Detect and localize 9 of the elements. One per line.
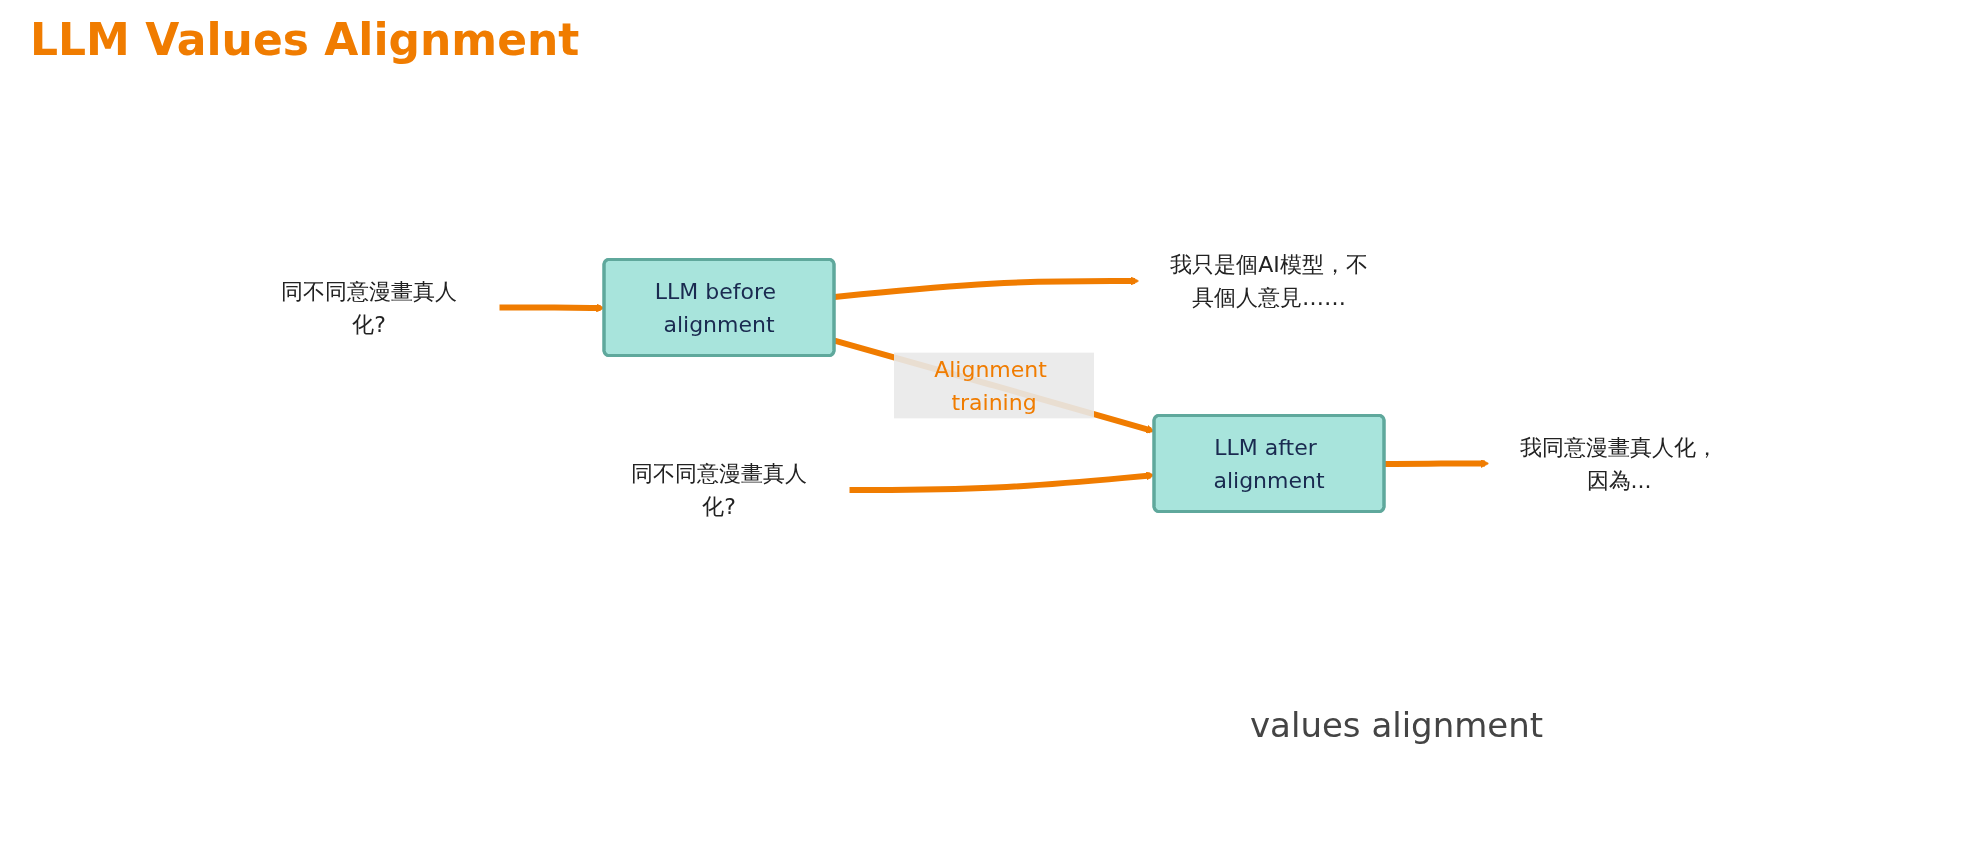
edge-label: Alignment training <box>933 356 1047 414</box>
node-text: 我同意漫畫真人化，因為... <box>1519 434 1718 492</box>
note-text: values alignment <box>1250 705 1545 745</box>
title: LLM Values Alignment <box>30 14 581 65</box>
node-text: 同不同意漫畫真人化? <box>280 278 457 336</box>
arrow <box>833 276 1139 300</box>
arrow <box>1383 458 1489 468</box>
node-text: 我只是個AI模型，不具個人意見…… <box>1169 251 1368 310</box>
node-text: 同不同意漫畫真人化? <box>630 460 807 519</box>
